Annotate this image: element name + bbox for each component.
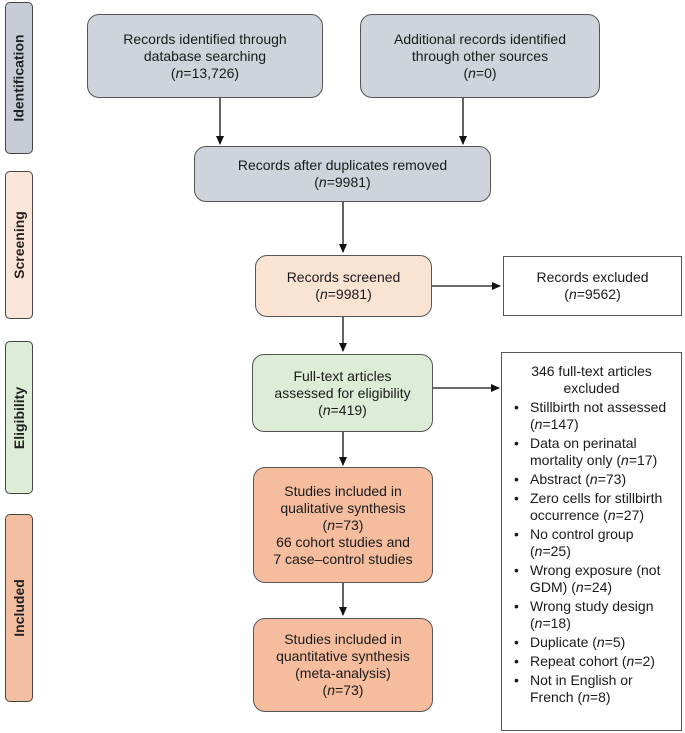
exclusion-reason: Duplicate (n=5) <box>508 634 675 651</box>
box-text: Records excluded <box>536 269 649 285</box>
box-text: Studies included in <box>284 631 402 647</box>
box-text: Studies included in <box>284 482 402 499</box>
box-full-text-excluded: 346 full-text articles excluded Stillbir… <box>501 352 682 731</box>
box-duplicates-removed: Records after duplicates removed (n=9981… <box>194 146 491 202</box>
box-text: Records screened <box>286 269 401 285</box>
box-text: database searching <box>143 47 267 64</box>
box-quantitative-synthesis: Studies included in quantitative synthes… <box>253 618 433 712</box>
box-full-text-assessed: Full-text articles assessed for eligibil… <box>252 354 433 432</box>
box-text: (meta-analysis) <box>295 665 391 681</box>
exclusion-reason: Abstract (n=73) <box>508 471 675 488</box>
box-text: quantitative synthesis <box>276 648 410 664</box>
box-text: Additional records identified <box>394 30 566 47</box>
exclusion-reason: Wrong exposure (not GDM) (n=24) <box>508 562 675 596</box>
box-count: (n=0) <box>463 64 497 81</box>
box-other-sources: Additional records identified through ot… <box>360 14 600 98</box>
box-count: (n=73) <box>322 682 364 698</box>
stage-tab-screening: Screening <box>5 171 33 319</box>
box-text: Records identified through <box>123 30 287 47</box>
exclusion-reason: No control group (n=25) <box>508 526 675 560</box>
box-text: through other sources <box>411 47 549 64</box>
box-records-screened: Records screened (n=9981) <box>255 255 432 317</box>
box-count: (n=73) <box>322 516 364 533</box>
box-text: 66 cohort studies and <box>276 533 410 550</box>
exclusion-reason: Wrong study design (n=18) <box>508 598 675 632</box>
box-qualitative-synthesis: Studies included in qualitative synthesi… <box>253 467 433 583</box>
box-database-searching: Records identified through database sear… <box>87 14 323 98</box>
excluded-heading: 346 full-text articles excluded <box>531 363 652 396</box>
box-text: Full-text articles <box>293 367 392 384</box>
box-text: 7 case–control studies <box>273 550 413 567</box>
exclusion-reason: Zero cells for stillbirth occurrence (n=… <box>508 490 675 524</box>
box-text: assessed for eligibility <box>274 384 411 401</box>
stage-tab-identification: Identification <box>5 2 33 154</box>
box-count: (n=9981) <box>315 286 372 302</box>
exclusion-reason: Not in English or French (n=8) <box>508 672 675 706</box>
exclusion-reason-list: Stillbirth not assessed (n=147) Data on … <box>508 399 675 706</box>
box-text: Records after duplicates removed <box>237 157 448 173</box>
box-records-excluded: Records excluded (n=9562) <box>503 256 682 316</box>
exclusion-reason: Data on perinatal mortality only (n=17) <box>508 435 675 469</box>
box-count: (n=13,726) <box>170 64 240 81</box>
box-count: (n=9562) <box>564 286 621 302</box>
exclusion-reason: Stillbirth not assessed (n=147) <box>508 399 675 433</box>
box-count: (n=419) <box>318 401 367 418</box>
box-count: (n=9981) <box>314 174 371 190</box>
box-text: qualitative synthesis <box>280 499 406 516</box>
exclusion-reason: Repeat cohort (n=2) <box>508 653 675 670</box>
stage-tab-included: Included <box>5 514 33 702</box>
stage-tab-eligibility: Eligibility <box>5 341 33 494</box>
